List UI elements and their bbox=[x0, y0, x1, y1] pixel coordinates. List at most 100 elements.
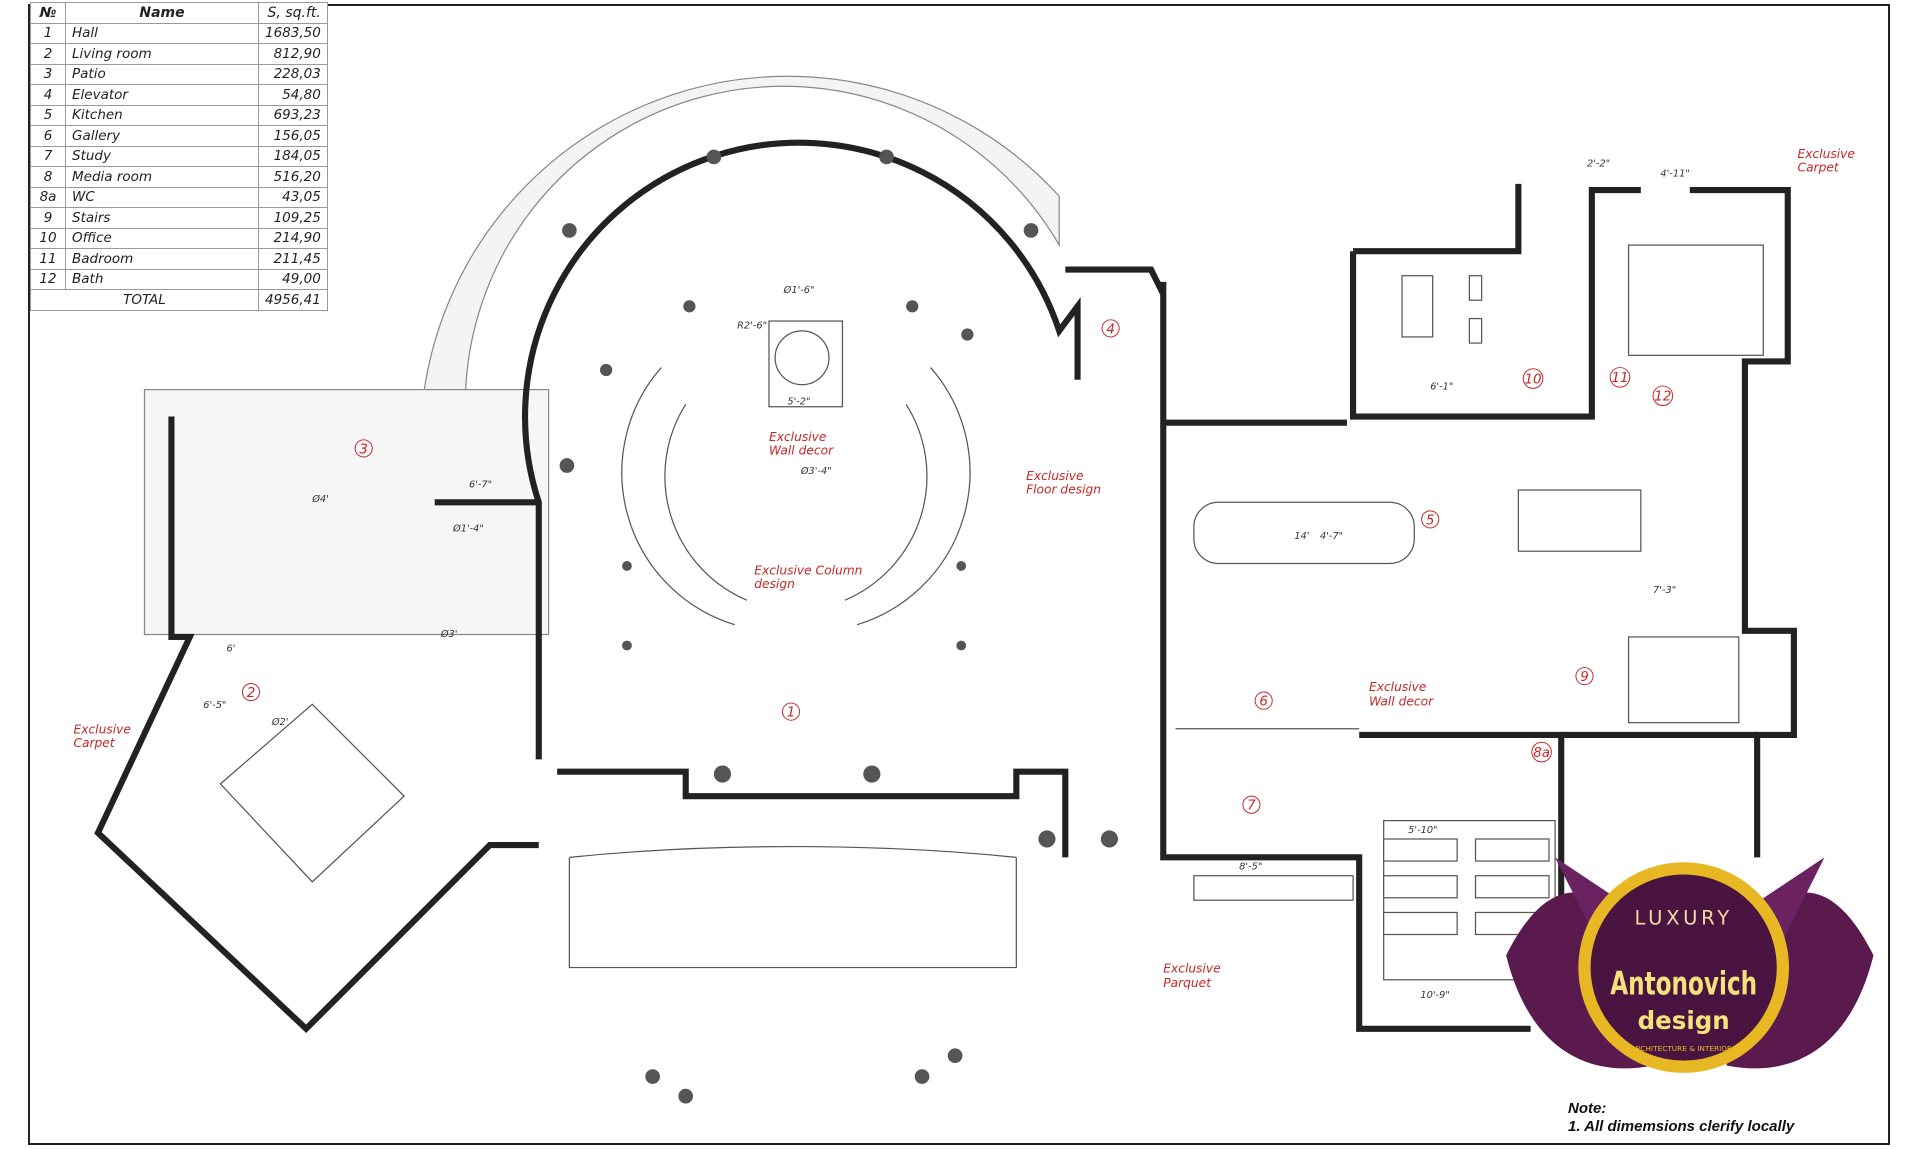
dimension-label: 6'-7" bbox=[469, 480, 492, 491]
room-name-cell: WC bbox=[65, 186, 259, 208]
drawing-frame bbox=[28, 4, 1890, 1145]
room-name-cell: Elevator bbox=[65, 84, 259, 106]
dimension-label: Ø3'-4" bbox=[800, 465, 832, 477]
header-no: № bbox=[30, 2, 66, 24]
total-row: TOTAL 4956,41 bbox=[30, 289, 328, 311]
columns bbox=[559, 149, 1118, 1104]
room-area-cell: 516,20 bbox=[258, 166, 328, 188]
room-number: 4 bbox=[1106, 322, 1115, 337]
dimension-label: 6'-1" bbox=[1430, 382, 1453, 393]
room-name-cell: Gallery bbox=[65, 125, 259, 147]
room-number-cell: 4 bbox=[30, 84, 66, 106]
dimension-label: R2'-6" bbox=[737, 320, 767, 331]
total-label: TOTAL bbox=[30, 289, 259, 311]
note-title: Note: bbox=[1568, 1100, 1607, 1117]
room-number-cell: 5 bbox=[30, 104, 66, 126]
logo-text: LUXURY bbox=[1634, 907, 1732, 930]
dimension-label: Ø2' bbox=[271, 716, 289, 728]
room-number: 10 bbox=[1524, 372, 1541, 387]
annotation: Exclusive bbox=[1798, 147, 1855, 161]
annotation: Floor design bbox=[1026, 483, 1101, 497]
dimension-label: 5'-10" bbox=[1408, 825, 1437, 836]
logo-text: Antonovich bbox=[1610, 965, 1757, 1003]
room-number: 11 bbox=[1611, 371, 1628, 386]
room-numbers: 1 2 3 4 5 6 7 8a 9 10 11 12 bbox=[247, 322, 1672, 813]
dimension-label: 14' bbox=[1294, 531, 1309, 542]
header-name: Name bbox=[65, 2, 259, 24]
room-area-cell: 812,90 bbox=[258, 43, 328, 65]
annotation: Exclusive bbox=[1163, 961, 1220, 975]
room-area-cell: 211,45 bbox=[258, 248, 328, 270]
media-seats bbox=[1383, 838, 1550, 936]
room-name-cell: Media room bbox=[65, 166, 259, 188]
logo-text: ARCHITECTURE & INTERIORS bbox=[1631, 1044, 1738, 1053]
annotation: Exclusive Column bbox=[754, 564, 862, 578]
room-area-cell: 1683,50 bbox=[258, 22, 328, 44]
room-name-cell: Kitchen bbox=[65, 104, 259, 126]
annotation: Exclusive bbox=[73, 723, 130, 737]
room-name-cell: Bath bbox=[65, 268, 259, 290]
room-area-cell: 214,90 bbox=[258, 227, 328, 249]
room-number-cell: 6 bbox=[30, 125, 66, 147]
room-number: 2 bbox=[247, 686, 256, 701]
room-area-cell: 184,05 bbox=[258, 145, 328, 167]
room-number-cell: 8 bbox=[30, 166, 66, 188]
room-number: 12 bbox=[1654, 390, 1671, 405]
room-area-cell: 54,80 bbox=[258, 84, 328, 106]
annotation: Exclusive bbox=[769, 430, 826, 444]
annotation: design bbox=[754, 577, 795, 591]
dimension-label: 4'-11" bbox=[1660, 169, 1689, 180]
dimension-label: 4'-7" bbox=[1320, 531, 1343, 542]
room-number: 3 bbox=[359, 442, 368, 457]
room-number: 1 bbox=[787, 706, 796, 721]
room-name-cell: Badroom bbox=[65, 248, 259, 270]
interior-lines bbox=[219, 244, 1764, 981]
room-name-cell: Living room bbox=[65, 43, 259, 65]
header-area: S, sq.ft. bbox=[258, 2, 328, 24]
room-number: 6 bbox=[1259, 695, 1268, 710]
room-area-cell: 228,03 bbox=[258, 63, 328, 85]
room-number-cell: 9 bbox=[30, 207, 66, 229]
walls bbox=[94, 139, 1797, 1034]
room-name-cell: Study bbox=[65, 145, 259, 167]
annotation: Exclusive bbox=[1026, 469, 1083, 483]
annotation: Carpet bbox=[1798, 161, 1840, 175]
dimensions: Ø1'-6" R2'-6" 5'-2" Ø3'-4" 14' 4'-7" 6'-… bbox=[203, 159, 1690, 1001]
dimension-label: 6' bbox=[227, 644, 236, 655]
room-number-cell: 7 bbox=[30, 145, 66, 167]
annotation: Parquet bbox=[1163, 976, 1212, 990]
room-number-cell: 8a bbox=[30, 186, 66, 208]
room-number-cell: 1 bbox=[30, 22, 66, 44]
room-number: 7 bbox=[1247, 799, 1256, 814]
dimension-label: Ø3' bbox=[440, 628, 458, 640]
room-number: 9 bbox=[1580, 670, 1589, 685]
room-number: 5 bbox=[1426, 513, 1435, 528]
dimension-label: Ø1'-6" bbox=[783, 284, 815, 296]
room-name-cell: Patio bbox=[65, 63, 259, 85]
dimension-label: Ø4' bbox=[311, 493, 329, 505]
room-number-cell: 10 bbox=[30, 227, 66, 249]
logo-text: design bbox=[1638, 1006, 1730, 1035]
dimension-label: 2'-2" bbox=[1587, 159, 1610, 170]
room-markers bbox=[241, 319, 1674, 814]
room-name-cell: Hall bbox=[65, 22, 259, 44]
total-value: 4956,41 bbox=[258, 289, 328, 311]
room-number-cell: 3 bbox=[30, 63, 66, 85]
dimension-label: 6'-5" bbox=[203, 700, 226, 711]
dimension-label: Ø1'-4" bbox=[452, 523, 484, 535]
room-area-cell: 693,23 bbox=[258, 104, 328, 126]
room-area-cell: 43,05 bbox=[258, 186, 328, 208]
room-name-cell: Stairs bbox=[65, 207, 259, 229]
